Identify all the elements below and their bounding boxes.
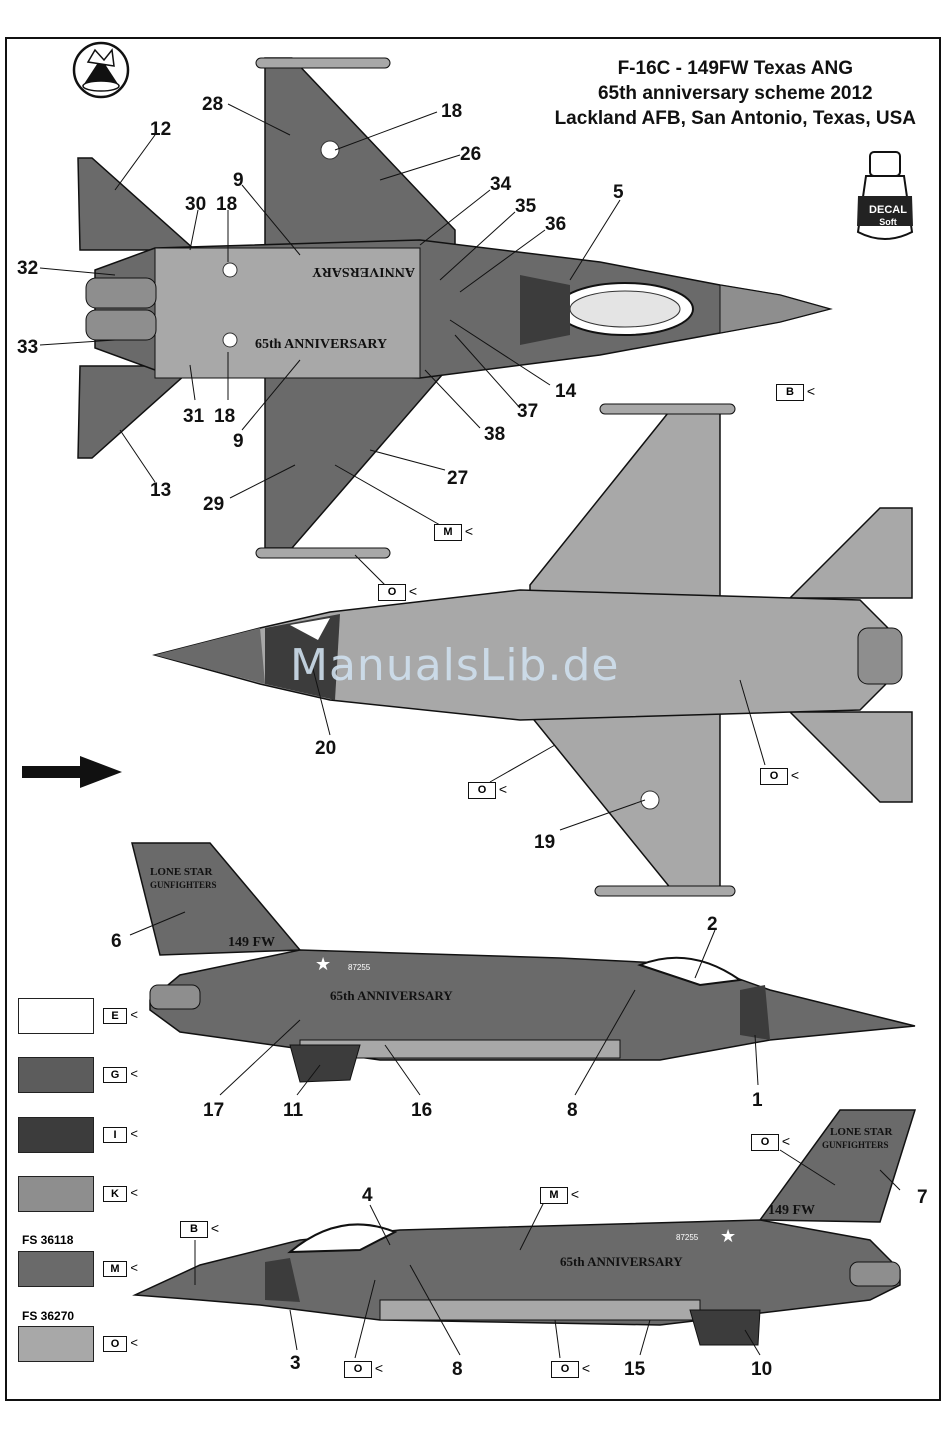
brand-logo xyxy=(72,41,130,99)
callout-4: 4 xyxy=(362,1185,373,1206)
callout-11: 11 xyxy=(283,1100,304,1121)
callout-33: 33 xyxy=(17,337,38,358)
color-badge-O: O xyxy=(551,1361,590,1378)
tail-unit-text-right: 149 FW xyxy=(768,1203,815,1218)
callout-20: 20 xyxy=(315,738,336,759)
fuselage-text-left: 65th ANNIVERSARY xyxy=(330,988,453,1003)
callout-2: 2 xyxy=(707,914,718,935)
wing-text-top: ANNIVERSARY xyxy=(312,264,415,279)
title-line-2: 65th anniversary scheme 2012 xyxy=(597,83,873,104)
decal-soft-line1: DECAL xyxy=(869,204,907,216)
tail-text-line1-left: LONE STAR xyxy=(150,866,214,878)
fuselage-text-right: 65th ANNIVERSARY xyxy=(560,1254,683,1269)
underside-view-aircraft xyxy=(152,403,913,897)
callout-18: 18 xyxy=(441,101,462,122)
color-badge-B: B xyxy=(776,384,815,401)
callout-9: 9 xyxy=(233,431,244,452)
swatch-label-I: I xyxy=(103,1127,138,1143)
decal-soft-label: DECAL Soft xyxy=(862,204,914,228)
callout-12: 12 xyxy=(150,119,171,140)
swatch-O xyxy=(18,1326,94,1362)
callout-1: 1 xyxy=(752,1090,763,1111)
swatch-I xyxy=(18,1117,94,1153)
left-side-view-aircraft: ★ xyxy=(131,842,916,1083)
callout-37: 37 xyxy=(517,401,538,422)
swatch-label-E: E xyxy=(103,1008,138,1024)
serial-right: 87255 xyxy=(676,1233,699,1242)
callout-32: 32 xyxy=(17,258,38,279)
callout-36: 36 xyxy=(545,214,566,235)
wing-text-bottom: 65th ANNIVERSARY xyxy=(255,337,387,352)
callout-28: 28 xyxy=(202,94,223,115)
color-badge-O: O xyxy=(760,768,799,785)
color-badge-B: B xyxy=(180,1221,219,1238)
callout-7: 7 xyxy=(917,1187,928,1208)
callout-10: 10 xyxy=(751,1359,772,1380)
callout-6: 6 xyxy=(111,931,122,952)
tail-unit-text-left: 149 FW xyxy=(228,935,275,950)
leader-lines xyxy=(39,103,901,1359)
color-badge-O: O xyxy=(344,1361,383,1378)
callout-31: 31 xyxy=(183,406,205,427)
top-view-aircraft xyxy=(77,57,833,559)
callout-34: 34 xyxy=(490,174,512,195)
callout-19: 19 xyxy=(534,832,555,853)
callout-18: 18 xyxy=(216,194,237,215)
callout-8: 8 xyxy=(452,1359,463,1380)
callout-17: 17 xyxy=(203,1100,224,1121)
swatch-label-M: M xyxy=(103,1261,138,1277)
callout-30: 30 xyxy=(185,194,206,215)
callout-16: 16 xyxy=(411,1100,432,1121)
right-side-view-aircraft: ★ xyxy=(132,1109,917,1346)
tail-text-line1-right: LONE STAR xyxy=(830,1126,894,1138)
callout-14: 14 xyxy=(555,381,577,402)
title-line-3: Lackland AFB, San Antonio, Texas, USA xyxy=(554,108,916,129)
callout-9: 9 xyxy=(233,170,244,191)
swatch-E xyxy=(18,998,94,1034)
tail-text-line2-left: GUNFIGHTERS xyxy=(150,880,217,890)
callout-5: 5 xyxy=(613,182,624,203)
color-badge-M: M xyxy=(434,524,473,541)
color-badge-M: M xyxy=(540,1187,579,1204)
sheet-title: F-16C - 149FW Texas ANG 65th anniversary… xyxy=(555,56,916,131)
serial-left: 87255 xyxy=(348,963,371,972)
color-badge-O: O xyxy=(751,1134,790,1151)
color-badge-O: O xyxy=(378,584,417,601)
swatch-label-O: O xyxy=(103,1336,138,1352)
callout-38: 38 xyxy=(484,424,505,445)
page-frame xyxy=(5,37,941,1401)
svg-text:★: ★ xyxy=(315,954,331,975)
fs-code-O: FS 36270 xyxy=(22,1309,75,1323)
swatch-M xyxy=(18,1251,94,1287)
swatch-G xyxy=(18,1057,94,1093)
callout-13: 13 xyxy=(150,480,171,501)
swatch-label-K: K xyxy=(103,1186,138,1202)
decal-soft-bottle-icon xyxy=(856,151,914,240)
swatch-label-G: G xyxy=(103,1067,138,1083)
callout-15: 15 xyxy=(624,1359,646,1380)
watermark: ManualsLib.de xyxy=(290,640,620,691)
direction-arrow-icon xyxy=(22,756,122,788)
title-line-1: F-16C - 149FW Texas ANG xyxy=(617,58,854,79)
decal-soft-line2: Soft xyxy=(879,217,897,227)
fs-code-M: FS 36118 xyxy=(22,1233,74,1247)
callout-35: 35 xyxy=(515,196,537,217)
callout-26: 26 xyxy=(460,144,481,165)
swatch-K xyxy=(18,1176,94,1212)
tail-text-line2-right: GUNFIGHTERS xyxy=(822,1140,889,1150)
callout-8: 8 xyxy=(567,1100,578,1121)
callout-18: 18 xyxy=(214,406,235,427)
callout-27: 27 xyxy=(447,468,468,489)
svg-text:★: ★ xyxy=(720,1226,736,1247)
color-badge-O: O xyxy=(468,782,507,799)
callout-3: 3 xyxy=(290,1353,301,1374)
callout-29: 29 xyxy=(203,494,224,515)
